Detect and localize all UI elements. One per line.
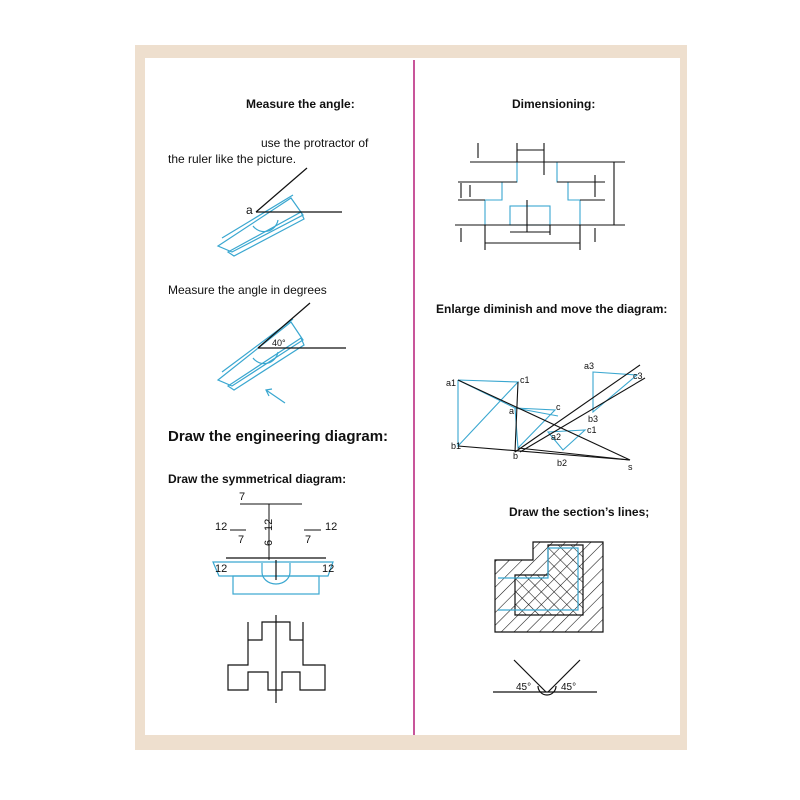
instruction-line-2: the ruler like the picture. <box>168 152 297 166</box>
angle-45-arc <box>537 685 557 696</box>
pointer-arrow-head <box>265 388 273 397</box>
ray-a1-s <box>457 379 631 461</box>
ray-b-c3 <box>519 377 646 453</box>
pt-b2: b2 <box>557 458 567 468</box>
angle-45-left-label: 45° <box>516 682 531 693</box>
angle-2-ray <box>257 302 311 349</box>
dim-right-7: 7 <box>305 534 311 546</box>
ruler-2-body <box>216 321 304 387</box>
ruler-left-12: 12 <box>215 563 227 575</box>
sym-ruler-arc <box>261 563 291 585</box>
ruler-1-edge <box>221 194 294 239</box>
sym-ruler-body <box>212 561 334 577</box>
pt-b3: b3 <box>588 414 598 424</box>
angle-45-right-ray <box>547 659 581 693</box>
protractor-ruler-2 <box>216 302 346 404</box>
dimensioning-diagram <box>455 143 625 250</box>
measure-angle-heading: Measure the angle: <box>246 97 355 111</box>
dim-blue-inner <box>509 205 551 226</box>
instruction-line-1: use the protractor of <box>261 136 369 150</box>
section-heading: Draw the section’s lines; <box>509 505 650 519</box>
pt-c1-mid: c1 <box>587 425 597 435</box>
pt-b: b <box>513 451 518 461</box>
section-blue-outline <box>498 547 579 611</box>
pt-c3: c3 <box>633 371 643 381</box>
engineering-heading: Draw the engineering diagram: <box>168 428 389 445</box>
dim-left-12: 12 <box>215 521 227 533</box>
enlarge-diagram <box>457 364 646 461</box>
angle-45-right-label: 45° <box>561 682 576 693</box>
symmetric-ruler <box>212 557 334 595</box>
enlarge-heading: Enlarge diminish and move the diagram: <box>436 302 668 316</box>
ruler-1-arc <box>252 219 279 233</box>
pt-a3: a3 <box>584 361 594 371</box>
dim-top-7: 7 <box>239 491 245 503</box>
dim-left-7: 7 <box>238 534 244 546</box>
pt-a: a <box>509 406 514 416</box>
angle-45-diagram <box>493 659 597 696</box>
ray-b1-s <box>457 445 631 461</box>
ruler-right-12: 12 <box>322 563 334 575</box>
protractor-ruler-1 <box>216 167 342 257</box>
ruler-2-base <box>226 337 305 391</box>
pt-a1: a1 <box>446 378 456 388</box>
dim-vertical-6: 6 <box>263 540 275 546</box>
symmetric-shape <box>227 615 326 703</box>
dim-vertical-12: 12 <box>263 519 275 531</box>
pointer-arrow <box>265 389 286 404</box>
ruler-1-body <box>216 197 304 253</box>
section-inner-hatch <box>514 544 584 616</box>
sym-shape-outline <box>227 621 326 691</box>
angle-label-a: a <box>246 203 253 217</box>
ray-c1-b <box>514 381 519 453</box>
measure-degrees-text: Measure the angle in degrees <box>168 283 327 297</box>
pt-a2: a2 <box>551 432 561 442</box>
pt-s: s <box>628 462 633 472</box>
ray-b2-s <box>517 447 631 461</box>
pt-c: c <box>556 402 561 412</box>
center-divider <box>413 60 415 735</box>
dim-blue-profile <box>484 161 581 226</box>
top-triangle <box>592 371 639 414</box>
section-hatching <box>494 541 604 633</box>
symmetrical-heading: Draw the symmetrical diagram: <box>168 472 347 486</box>
pt-c1-top: c1 <box>520 375 530 385</box>
big-triangle <box>457 379 520 448</box>
angle-45-left-ray <box>513 659 547 693</box>
dimensioning-heading: Dimensioning: <box>512 97 596 111</box>
symmetry-dimensions <box>230 503 321 560</box>
ray-b-a3 <box>514 364 641 453</box>
pt-b1: b1 <box>451 441 461 451</box>
ruler-2-arc <box>252 351 279 365</box>
dim-right-12: 12 <box>325 521 337 533</box>
angle-1-ray <box>255 167 308 213</box>
angle-value-label: 40° <box>272 338 286 348</box>
